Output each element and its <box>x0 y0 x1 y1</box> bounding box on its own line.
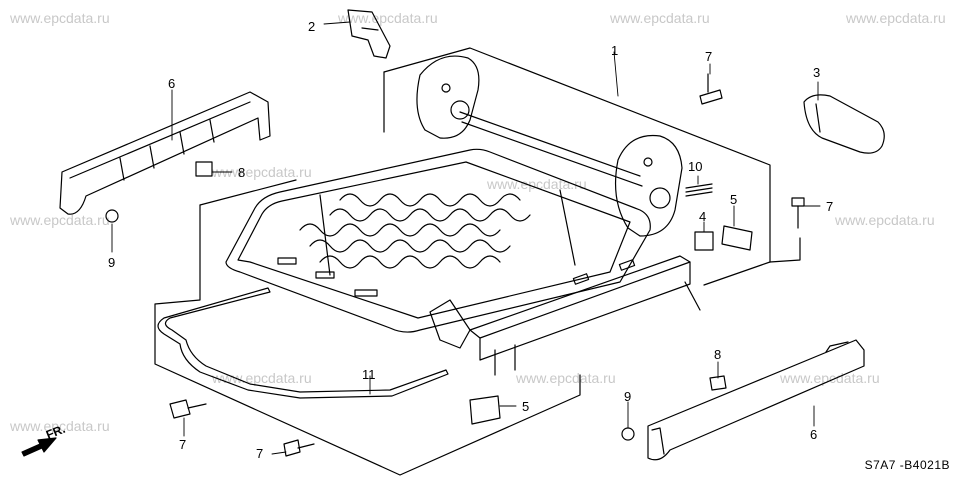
watermark: www.epcdata.ru <box>212 370 312 386</box>
part-2-bracket <box>347 9 391 59</box>
callout-7: 7 <box>705 49 713 64</box>
callout-5: 5 <box>522 399 530 414</box>
callout-11: 11 <box>362 367 376 382</box>
watermark: www.epcdata.ru <box>610 10 710 26</box>
part-11-wire <box>157 287 449 399</box>
callout-6: 6 <box>810 427 818 442</box>
small-parts <box>21 73 805 457</box>
callout-4: 4 <box>699 209 707 224</box>
callout-3: 3 <box>813 65 821 80</box>
assembly-outline <box>154 47 801 476</box>
watermark: www.epcdata.ru <box>10 418 110 434</box>
callout-8: 8 <box>714 347 722 362</box>
watermark: www.epcdata.ru <box>846 10 946 26</box>
callout-10: 10 <box>688 159 703 174</box>
part-6-left-trim <box>59 91 271 215</box>
callout-1: 1 <box>611 43 619 58</box>
callout-5: 5 <box>730 192 738 207</box>
callout-6: 6 <box>168 76 176 91</box>
part-6-right-trim <box>647 339 865 461</box>
callout-2: 2 <box>308 19 316 34</box>
watermark: www.epcdata.ru <box>516 370 616 386</box>
callout-9: 9 <box>108 255 116 270</box>
watermark: www.epcdata.ru <box>835 212 935 228</box>
watermark: www.epcdata.ru <box>338 10 438 26</box>
watermark: www.epcdata.ru <box>10 212 110 228</box>
diagram-code: S7A7 -B4021B <box>864 458 950 472</box>
seat-frame <box>225 55 701 376</box>
callout-7: 7 <box>256 446 264 461</box>
leader-lines <box>111 21 821 455</box>
watermark: www.epcdata.ru <box>780 370 880 386</box>
watermark: www.epcdata.ru <box>10 10 110 26</box>
callout-7: 7 <box>826 199 834 214</box>
watermark: www.epcdata.ru <box>212 164 312 180</box>
callout-8: 8 <box>238 165 246 180</box>
part-3-cover <box>803 94 885 154</box>
callout-9: 9 <box>624 389 632 404</box>
callout-7: 7 <box>179 437 187 452</box>
